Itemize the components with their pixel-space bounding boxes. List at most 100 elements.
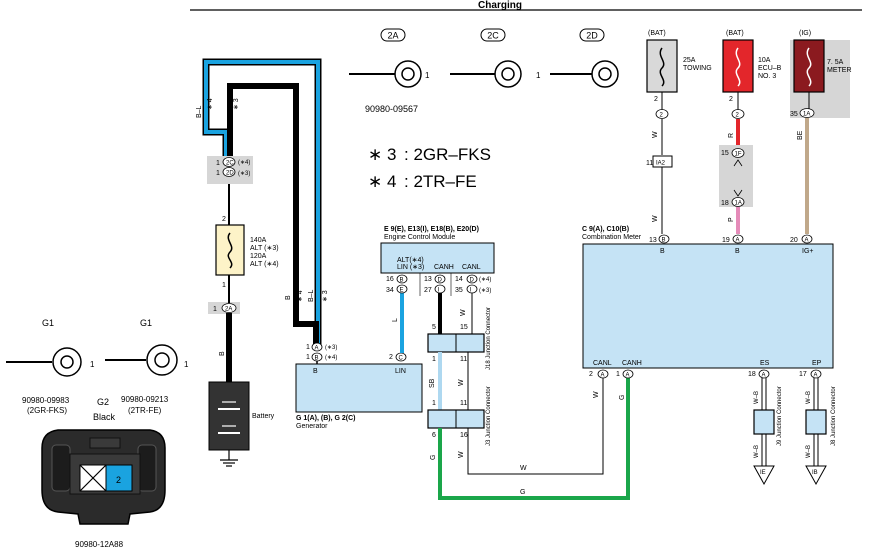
svg-text:5: 5 xyxy=(432,324,436,331)
svg-text:G: G xyxy=(430,455,437,460)
engine-notes: ∗ 3 : 2GR–FKS ∗ 4 : 2TR–FE xyxy=(368,145,491,191)
svg-text:W: W xyxy=(520,465,527,472)
svg-text:1F: 1F xyxy=(735,152,742,158)
svg-text:B: B xyxy=(735,248,740,255)
svg-text:IB: IB xyxy=(812,470,818,476)
ground-g1-2gr: G1 1 90980-09983 (2GR-FKS) xyxy=(6,318,95,415)
svg-text:G: G xyxy=(520,489,525,496)
svg-text:CANH: CANH xyxy=(622,360,642,367)
ground-point-2c: 2C 1 xyxy=(450,28,541,88)
svg-text:W: W xyxy=(458,379,465,386)
svg-text:11: 11 xyxy=(460,356,467,363)
svg-text:W: W xyxy=(652,215,659,222)
svg-text:J18 Junction Connector: J18 Junction Connector xyxy=(486,307,492,370)
svg-text:IG+: IG+ xyxy=(802,248,813,255)
svg-text:C: C xyxy=(399,356,404,362)
wire-g-canh xyxy=(438,378,630,500)
svg-text:1: 1 xyxy=(432,356,436,363)
fuse-towing: (BAT) 25A TOWING xyxy=(646,30,712,93)
junction-connector-j18: 5 15 1 11 J18 Junction Connector xyxy=(427,307,492,370)
svg-text:: 2TR–FE: : 2TR–FE xyxy=(404,172,477,191)
svg-text:1: 1 xyxy=(616,371,620,378)
svg-text:(IG): (IG) xyxy=(799,30,811,37)
es-ground-branch: W–B J9 Junction Connector W–B IE xyxy=(753,378,783,486)
svg-text:1: 1 xyxy=(425,71,430,80)
svg-text:NO. 3: NO. 3 xyxy=(758,73,776,80)
svg-text:(∗3): (∗3) xyxy=(238,171,250,177)
svg-text:BE: BE xyxy=(797,130,804,140)
svg-text:18: 18 xyxy=(721,200,729,207)
svg-text:ECU–B: ECU–B xyxy=(758,65,782,72)
svg-text:11: 11 xyxy=(460,400,467,407)
svg-text:Combination Meter: Combination Meter xyxy=(582,234,642,241)
svg-text:W: W xyxy=(652,131,659,138)
svg-text:2: 2 xyxy=(654,96,658,103)
svg-text:(∗4): (∗4) xyxy=(325,355,337,361)
svg-text:1: 1 xyxy=(222,282,226,289)
svg-text:25A: 25A xyxy=(683,57,696,64)
svg-text:G1: G1 xyxy=(42,318,54,328)
svg-text:(∗3): (∗3) xyxy=(325,345,337,351)
svg-text:(∗3): (∗3) xyxy=(479,288,491,294)
svg-text:(∗4): (∗4) xyxy=(479,277,491,283)
svg-text:B: B xyxy=(219,351,226,356)
svg-text:∗ 3: ∗ 3 xyxy=(368,145,396,164)
svg-text:A: A xyxy=(805,238,809,244)
svg-text:E: E xyxy=(400,288,404,294)
svg-text:G1: G1 xyxy=(140,318,152,328)
svg-text:CANL: CANL xyxy=(462,264,481,271)
svg-text:2: 2 xyxy=(660,113,664,119)
wire-w-canl xyxy=(467,378,604,475)
diagram-title: Charging xyxy=(478,0,522,11)
ground-point-2a: 2A 1 xyxy=(349,28,430,88)
svg-text:B: B xyxy=(227,117,234,122)
svg-text:(2GR-FKS): (2GR-FKS) xyxy=(27,406,67,415)
svg-text:METER: METER xyxy=(827,67,852,74)
svg-text:LIN (∗3): LIN (∗3) xyxy=(397,264,424,271)
svg-text:140A: 140A xyxy=(250,237,267,244)
svg-text:SB: SB xyxy=(429,378,436,388)
svg-text:(2TR-FE): (2TR-FE) xyxy=(128,406,162,415)
svg-text:J8 Junction Connector: J8 Junction Connector xyxy=(831,386,837,446)
svg-text:14: 14 xyxy=(455,276,463,283)
svg-text:(∗4): (∗4) xyxy=(238,160,250,166)
svg-text:B–L: B–L xyxy=(196,105,203,118)
svg-text:ALT(∗4): ALT(∗4) xyxy=(397,257,424,264)
svg-text:ALT (∗4): ALT (∗4) xyxy=(250,261,279,268)
svg-text:E 9(E), E13(I), E18(B), E20(D): E 9(E), E13(I), E18(B), E20(D) xyxy=(384,226,479,233)
svg-text:17: 17 xyxy=(799,371,807,378)
ep-ground-branch: W–B J8 Junction Connector W–B IB xyxy=(805,378,837,486)
generator: B LIN G 1(A), (B), G 2(C) Generator 1 A … xyxy=(295,342,423,430)
svg-text:W: W xyxy=(593,391,600,398)
svg-text:16: 16 xyxy=(386,276,394,283)
svg-text:LIN: LIN xyxy=(395,368,406,375)
svg-text:W–B: W–B xyxy=(754,391,760,404)
svg-text:120A: 120A xyxy=(250,253,267,260)
svg-text:A: A xyxy=(814,373,818,379)
svg-text:A: A xyxy=(601,373,605,379)
svg-text:Generator: Generator xyxy=(296,423,328,430)
svg-text:1: 1 xyxy=(536,71,541,80)
svg-text:A: A xyxy=(626,373,630,379)
svg-text:IE: IE xyxy=(760,470,766,476)
svg-text:2A: 2A xyxy=(225,307,232,313)
svg-text:10A: 10A xyxy=(758,57,771,64)
svg-text:: 2GR–FKS: : 2GR–FKS xyxy=(404,145,491,164)
svg-text:1: 1 xyxy=(216,170,220,177)
svg-text:D: D xyxy=(438,278,443,284)
svg-text:2D: 2D xyxy=(226,171,234,177)
svg-text:11: 11 xyxy=(646,160,653,167)
svg-text:15: 15 xyxy=(460,324,468,331)
svg-text:7. 5A: 7. 5A xyxy=(827,59,844,66)
svg-text:ES: ES xyxy=(760,360,770,367)
svg-text:1: 1 xyxy=(432,400,436,407)
svg-text:B: B xyxy=(315,356,319,362)
svg-text:B: B xyxy=(400,278,404,284)
wire-bl xyxy=(204,60,320,345)
svg-text:I: I xyxy=(470,288,472,294)
ground-g1-2tr: G1 1 90980-09213 (2TR-FE) xyxy=(105,318,189,415)
svg-text:G 1(A), (B), G 2(C): G 1(A), (B), G 2(C) xyxy=(296,415,356,422)
svg-text:16: 16 xyxy=(460,432,468,439)
svg-text:A: A xyxy=(315,346,319,352)
